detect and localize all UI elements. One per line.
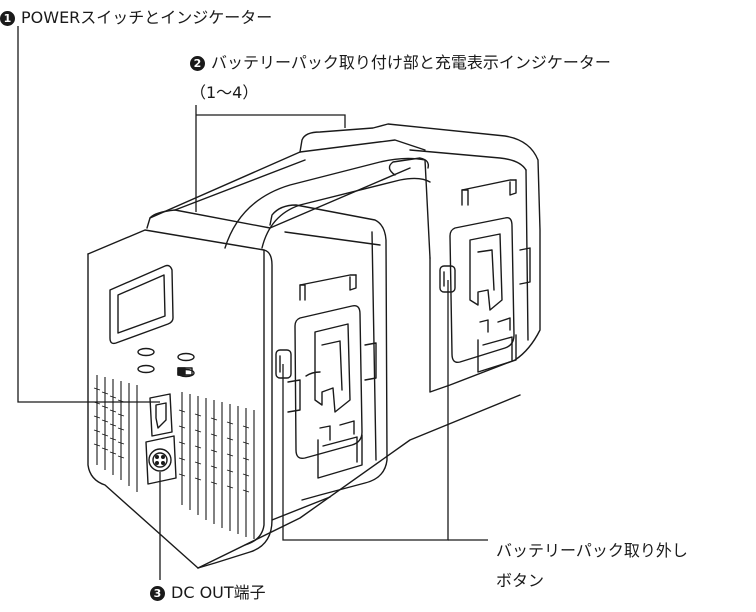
callout-dcout: 3 DC OUT端子 xyxy=(150,583,266,603)
callout-power: 1 POWERスイッチとインジケーター xyxy=(0,8,272,28)
carrying-handle xyxy=(224,157,431,249)
ventilation-grille xyxy=(96,375,255,539)
leader-lines xyxy=(17,26,488,580)
callout-battery-sub: （1～4） xyxy=(190,83,259,102)
ventilation-ticks xyxy=(93,387,250,493)
callout-release-line2: ボタン xyxy=(496,571,545,590)
main-body-top xyxy=(146,151,411,229)
leader-release xyxy=(282,280,449,541)
callout-battery-text: バッテリーパック取り付け部と充電表示インジケーター xyxy=(211,53,611,72)
front-battery-module xyxy=(269,204,388,501)
rear-battery-module xyxy=(299,123,541,393)
callout-release-line1: バッテリーパック取り外し xyxy=(496,541,688,560)
callout-number-badge: 2 xyxy=(190,56,205,71)
callout-battery: 2 バッテリーパック取り付け部と充電表示インジケーター xyxy=(190,53,611,73)
leader-battery xyxy=(195,105,346,205)
callout-number-badge: 1 xyxy=(0,11,15,26)
main-body-front xyxy=(87,229,273,569)
leader-power xyxy=(17,26,160,403)
callout-number-badge: 3 xyxy=(150,586,165,601)
callout-dcout-text: DC OUT端子 xyxy=(171,583,266,602)
callout-power-text: POWERスイッチとインジケーター xyxy=(21,8,273,27)
